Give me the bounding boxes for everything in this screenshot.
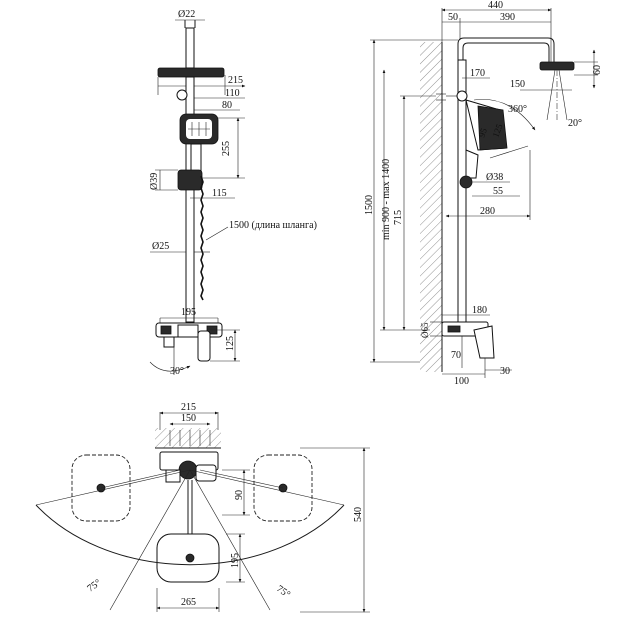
front-110-label: 110 <box>225 88 240 99</box>
side-60-label: 60 <box>592 65 603 75</box>
top-215-label: 215 <box>181 402 196 413</box>
left-hand-shower-plan <box>71 454 131 522</box>
top-265-label: 265 <box>181 597 196 608</box>
side-390-label: 390 <box>500 12 515 23</box>
top-angle-right: 75° <box>274 583 292 600</box>
shower-hose <box>200 175 204 301</box>
top-view: 215 150 90 195 265 <box>35 402 370 613</box>
side-360-label: 360° <box>508 104 527 115</box>
top-column <box>178 460 198 480</box>
side-d65-label: Ø65 <box>420 322 430 338</box>
rain-shower-head <box>157 67 225 78</box>
side-715-label: 715 <box>393 210 404 225</box>
front-195-label: 195 <box>181 307 196 318</box>
side-125-label: 125 <box>490 122 504 139</box>
side-100-label: 100 <box>454 376 469 387</box>
side-70-label: 70 <box>451 350 461 361</box>
front-80-label: 80 <box>222 100 232 111</box>
front-125-label: 125 <box>225 336 236 351</box>
top-150-label: 150 <box>181 413 196 424</box>
mixer-handle <box>197 330 211 362</box>
side-280-label: 280 <box>480 206 495 217</box>
hand-shower-holder <box>177 169 203 191</box>
front-255-label: 255 <box>221 141 232 156</box>
side-30-label: 30 <box>500 366 510 377</box>
top-angle-left: 75° <box>85 577 103 594</box>
side-150-label: 150 <box>510 79 525 90</box>
side-170-label: 170 <box>470 68 485 79</box>
front-215-label: 215 <box>228 75 243 86</box>
side-view: 440 50 390 60 150 20° 170 360° 95 125 <box>364 0 603 387</box>
front-angle-label: 30° <box>170 366 184 377</box>
front-d22-label: Ø22 <box>178 9 195 20</box>
side-50-label: 50 <box>448 12 458 23</box>
side-rain-head <box>539 61 575 71</box>
side-440-label: 440 <box>488 0 503 11</box>
side-range-label: min 900 - max 1400 <box>381 159 392 240</box>
side-d38-label: Ø38 <box>486 172 503 183</box>
right-hand-shower-plan <box>253 454 313 522</box>
side-95-label: 95 <box>476 126 489 138</box>
front-view: Ø22 215 110 80 255 Ø39 115 <box>149 9 317 377</box>
front-d25-label: Ø25 <box>152 241 169 252</box>
swing-arc <box>35 504 345 566</box>
side-55-label: 55 <box>493 186 503 197</box>
side-180-label: 180 <box>472 305 487 316</box>
top-90-label: 90 <box>234 490 245 500</box>
front-115-label: 115 <box>212 188 227 199</box>
side-holder <box>459 175 473 189</box>
front-hose-label: 1500 (длина шланга) <box>229 220 317 231</box>
side-hand-shower <box>477 105 508 151</box>
side-20-label: 20° <box>568 118 582 129</box>
top-540-label: 540 <box>353 507 364 522</box>
side-1500-label: 1500 <box>364 195 375 215</box>
front-d39-label: Ø39 <box>149 173 160 190</box>
